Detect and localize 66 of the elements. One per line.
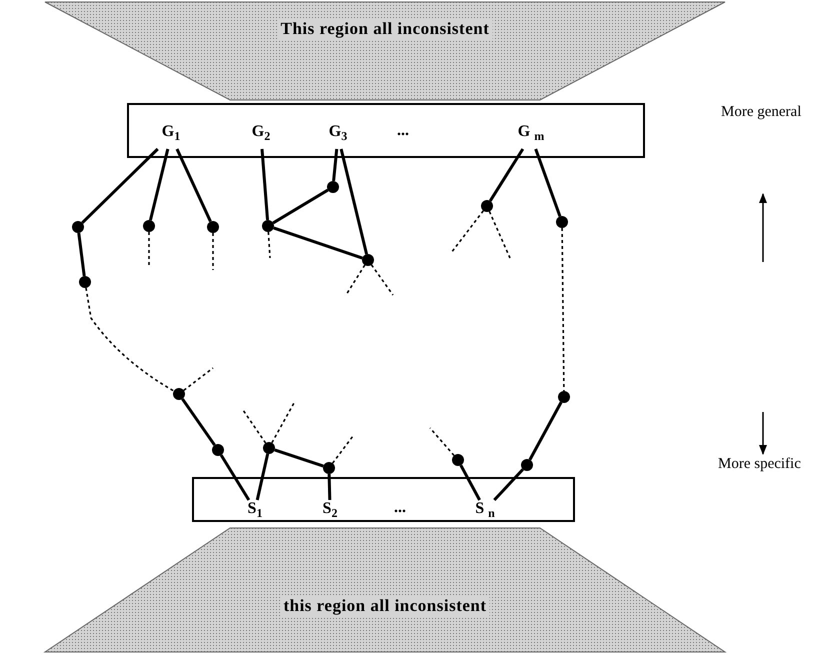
connector-line — [220, 454, 250, 501]
graph-node-dot — [323, 462, 335, 474]
connector-line — [274, 448, 324, 468]
graph-node-dot — [452, 454, 464, 466]
hypothesis-label: G $_{m}$ — [507, 123, 555, 149]
hypothesis-label: S $_{n}$ — [462, 500, 508, 520]
graph-node-dot — [72, 221, 84, 233]
connector-line — [332, 148, 338, 182]
boundary-set-box — [127, 103, 645, 158]
graph-node-dot — [481, 200, 493, 212]
dotted-connector — [242, 410, 266, 444]
direction-label: More general — [721, 104, 802, 121]
connector-line — [81, 148, 159, 224]
connector-line — [77, 232, 86, 276]
dotted-connector — [268, 232, 271, 258]
graph-node-dot — [262, 220, 274, 232]
dotted-connector — [85, 288, 174, 392]
graph-node-dot — [79, 276, 91, 288]
connector-line — [148, 148, 170, 221]
connector-line — [181, 398, 216, 446]
dotted-connector — [212, 233, 214, 270]
dotted-connector — [332, 436, 354, 464]
inconsistent-region-band — [45, 528, 725, 652]
region-label: This region all inconsistent — [278, 19, 492, 39]
hypothesis-label: G$_{2}$ — [245, 123, 277, 149]
connector-line — [488, 148, 524, 202]
connector-line — [256, 454, 270, 500]
hypothesis-label: G$_{1}$ — [155, 123, 187, 149]
inconsistent-region-band — [45, 2, 725, 100]
graph-node-dot — [362, 254, 374, 266]
graph-node-dot — [207, 221, 219, 233]
ellipsis-text: ... — [394, 499, 406, 517]
graph-node-dot — [558, 391, 570, 403]
direction-label: More specific — [718, 456, 801, 473]
connector-line — [328, 474, 332, 500]
graph-node-dot — [173, 388, 185, 400]
ellipsis-text: ... — [397, 122, 409, 140]
connector-line — [260, 148, 270, 220]
dotted-connector — [271, 402, 295, 444]
dotted-connector — [183, 367, 214, 391]
connector-line — [460, 464, 481, 501]
boundary-set-box — [192, 477, 575, 522]
dotted-connector — [370, 264, 394, 296]
graph-node-dot — [556, 216, 568, 228]
dotted-connector — [561, 228, 565, 391]
connector-line — [176, 148, 212, 222]
graph-node-dot — [327, 181, 339, 193]
dotted-connector — [345, 264, 366, 296]
graph-node-dot — [263, 442, 275, 454]
graph-node-dot — [521, 459, 533, 471]
graph-node-dot — [143, 220, 155, 232]
connector-line — [340, 148, 368, 255]
connector-line — [534, 148, 562, 217]
dotted-connector — [429, 427, 455, 456]
connector-line — [272, 188, 329, 224]
region-label: this region all inconsistent — [280, 596, 490, 616]
hypothesis-label: S$_{2}$ — [315, 500, 345, 520]
dotted-connector — [148, 232, 150, 268]
connector-line — [273, 226, 363, 260]
dotted-connector — [488, 211, 511, 258]
connector-line — [493, 468, 524, 502]
graph-node-dot — [212, 444, 224, 456]
connector-line — [528, 402, 562, 460]
hypothesis-label: S$_{1}$ — [240, 500, 270, 520]
hypothesis-label: G$_{3}$ — [322, 123, 354, 149]
dotted-connector — [450, 210, 484, 254]
